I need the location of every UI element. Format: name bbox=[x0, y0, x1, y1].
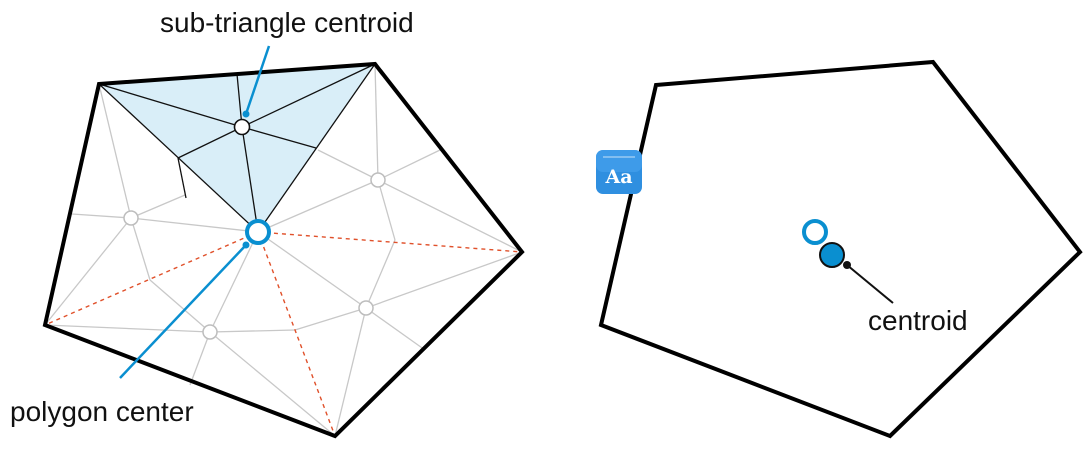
left-panel: sub-triangle centroid polygon center bbox=[10, 7, 525, 439]
sub-centroid-right bbox=[370, 172, 386, 188]
leader-dot-polygon-center bbox=[242, 241, 250, 249]
centroid-leader-dot bbox=[843, 261, 851, 269]
left-leaders bbox=[119, 45, 271, 379]
centroid-label: centroid bbox=[868, 305, 968, 336]
polygon-center-marker bbox=[245, 219, 271, 245]
right-polygon-outline bbox=[598, 59, 1083, 439]
font-icon[interactable]: Aa bbox=[596, 150, 642, 194]
right-polygon-center-marker bbox=[802, 219, 828, 245]
sub-centroid-bottom-right bbox=[358, 300, 374, 316]
sub-centroid-left bbox=[123, 210, 139, 226]
centroid-leader bbox=[846, 264, 894, 304]
font-icon-text: Aa bbox=[604, 166, 632, 188]
red-dashed-spokes bbox=[44, 231, 523, 437]
sub-triangle-centroid-label: sub-triangle centroid bbox=[160, 7, 414, 38]
sub-centroid-bottom-left bbox=[202, 324, 218, 340]
grey-mesh bbox=[44, 63, 523, 437]
highlighted-sub-centroid bbox=[233, 118, 251, 136]
right-panel: centroid Aa bbox=[596, 59, 1083, 439]
highlighted-sub-triangle bbox=[99, 64, 375, 232]
centroid-marker bbox=[819, 242, 845, 268]
polygon-center-label: polygon center bbox=[10, 396, 194, 427]
sub-centroid-markers bbox=[123, 172, 386, 340]
left-polygon-outline bbox=[42, 61, 525, 439]
leader-dot-sub-centroid bbox=[242, 110, 250, 118]
